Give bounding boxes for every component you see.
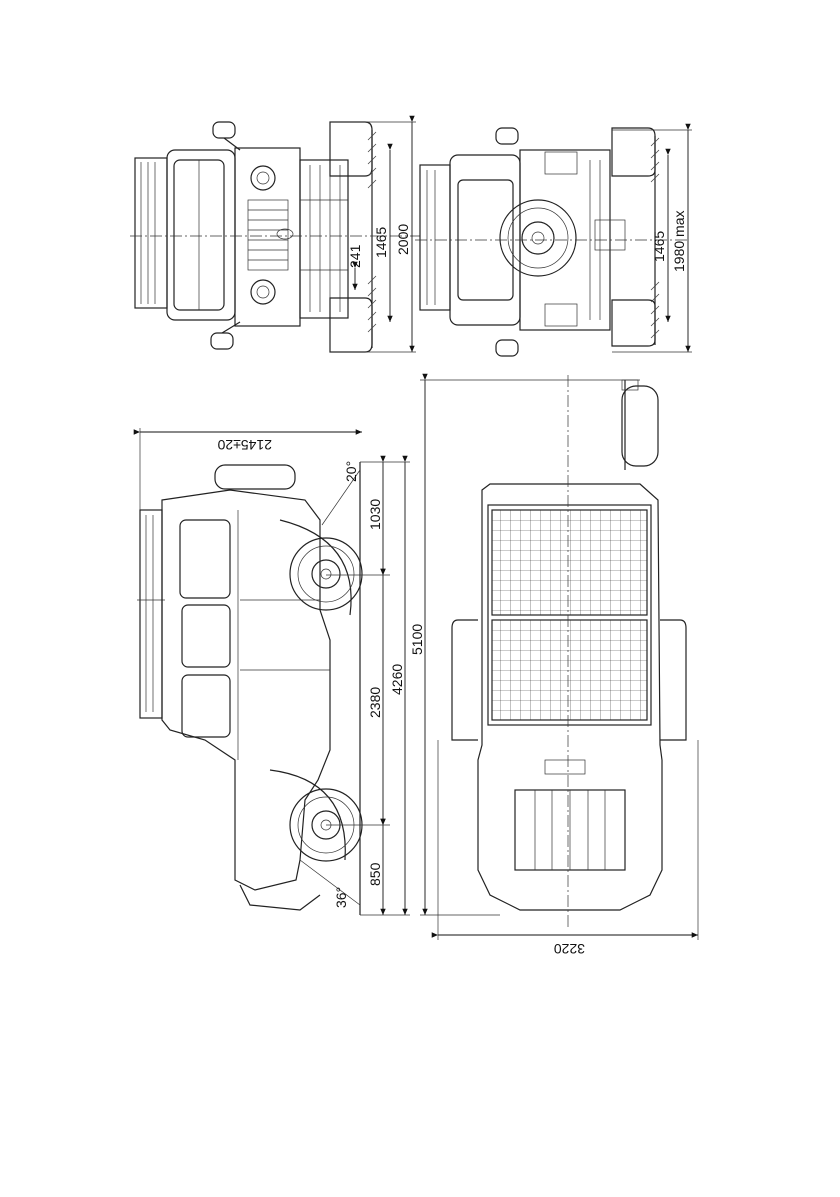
rear-dimensions: 1465 1980 max bbox=[612, 130, 692, 352]
departure-angle-label: 20° bbox=[343, 461, 359, 482]
rear-overhang-label: 1030 bbox=[367, 499, 383, 530]
overall-length-label: 5100 bbox=[409, 624, 425, 655]
ground-clearance-label: 241 bbox=[347, 244, 363, 268]
overall-width-label: 3220 bbox=[554, 941, 585, 957]
rear-width-label: 1980 max bbox=[671, 211, 687, 272]
front-overhang-label: 850 bbox=[367, 862, 383, 886]
front-track-label: 1465 bbox=[373, 227, 389, 258]
length-label: 4260 bbox=[389, 664, 405, 695]
rear-view bbox=[415, 128, 690, 356]
wheelbase-label: 2380 bbox=[367, 687, 383, 718]
approach-angle-label: 36° bbox=[333, 887, 349, 908]
front-width-label: 2000 bbox=[395, 224, 411, 255]
top-view bbox=[452, 375, 686, 930]
side-dimensions: 2145±20 1030 2380 4260 850 20° 36° bbox=[140, 428, 410, 915]
side-view bbox=[137, 462, 362, 915]
height-label: 2145±20 bbox=[217, 437, 272, 453]
rear-track-label: 1465 bbox=[651, 231, 667, 262]
